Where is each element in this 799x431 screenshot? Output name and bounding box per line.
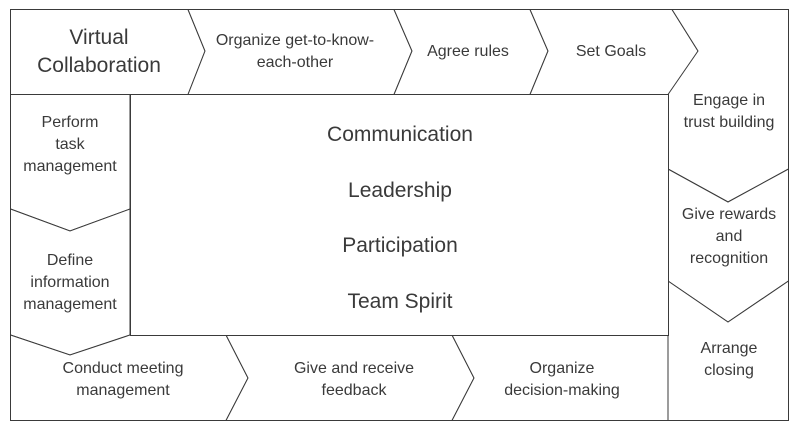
core-item-communication: Communication bbox=[327, 123, 473, 146]
top-step-3: Set Goals bbox=[575, 43, 647, 60]
bottom-step-2: Give and receive feedback bbox=[293, 360, 415, 399]
left-step-1: Perform task management bbox=[23, 114, 117, 175]
bottom-step-1: Conduct meeting management bbox=[62, 360, 184, 399]
right-step-3: Arrange closing bbox=[700, 340, 758, 379]
right-step-1: Engage in trust building bbox=[683, 92, 775, 131]
core-item-leadership: Leadership bbox=[348, 179, 452, 202]
diagram-title: Virtual Collaboration bbox=[37, 26, 161, 77]
bottom-step-3: Organize decision-making bbox=[504, 360, 620, 399]
top-step-1: Organize get-to-know- each-other bbox=[215, 32, 375, 71]
core-item-team-spirit: Team Spirit bbox=[347, 290, 453, 313]
left-step-2: Define information management bbox=[23, 252, 117, 313]
top-step-2: Agree rules bbox=[427, 43, 509, 60]
core-box bbox=[130, 94, 669, 336]
core-item-participation: Participation bbox=[342, 234, 458, 257]
right-step-2: Give rewards and recognition bbox=[681, 206, 777, 267]
